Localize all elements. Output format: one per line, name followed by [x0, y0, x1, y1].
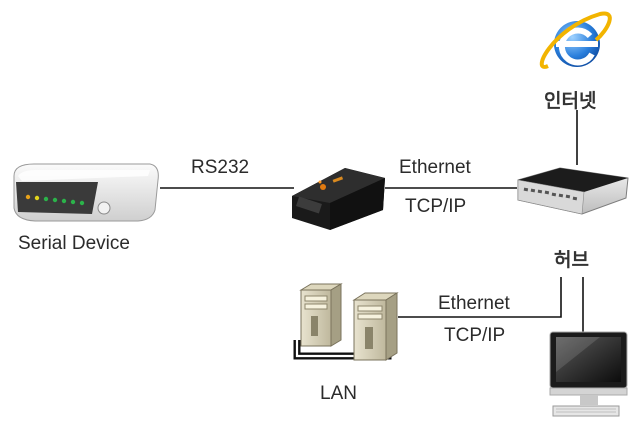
connection-lines [160, 110, 584, 335]
internet-label: 인터넷 [544, 90, 597, 112]
serial-device-label: Serial Device [18, 233, 130, 254]
desktop-computer-icon [549, 331, 628, 417]
server-right [352, 292, 399, 361]
tcpip-label-bottom: TCP/IP [444, 325, 506, 346]
ethernet-label-top: Ethernet [399, 157, 471, 178]
internet-explorer-icon [539, 11, 612, 69]
rs232-label: RS232 [191, 157, 250, 178]
lan-servers-icon [293, 283, 399, 361]
tcpip-label-top: TCP/IP [405, 196, 467, 217]
link-hub-lan [398, 277, 562, 318]
lan-label: LAN [320, 383, 357, 404]
serial-device-icon [13, 163, 159, 222]
server-left [299, 283, 343, 347]
network-hub-icon [517, 167, 629, 215]
hub-label: 허브 [554, 249, 589, 271]
ethernet-label-bottom: Ethernet [438, 293, 510, 314]
serial-ethernet-converter-icon [292, 168, 385, 230]
